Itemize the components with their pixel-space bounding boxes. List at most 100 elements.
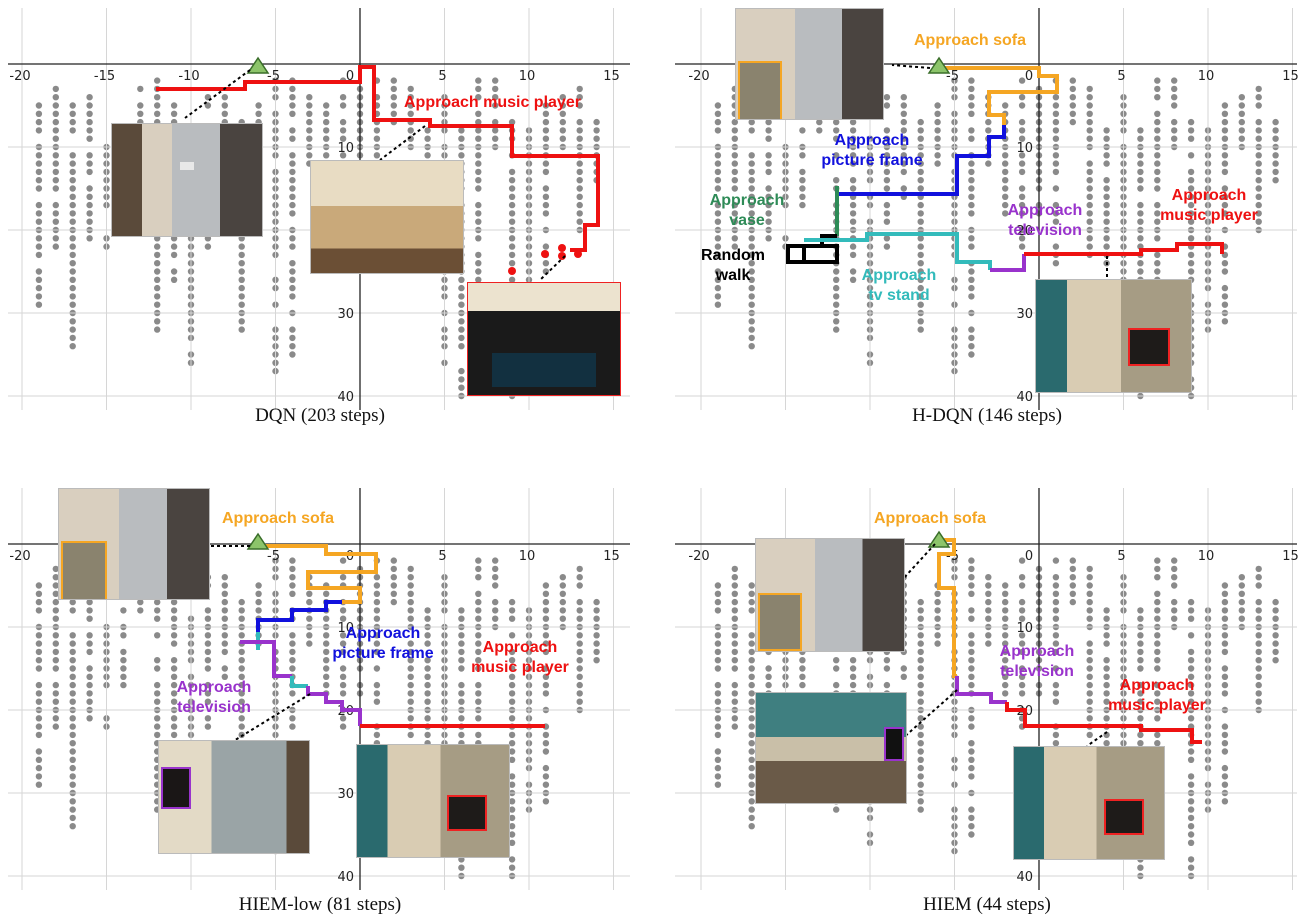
x-tick-label: 0 [1025, 69, 1033, 84]
path-picture-frame [256, 600, 342, 632]
x-tick-label: 0 [346, 69, 354, 84]
path-sofa [939, 66, 1059, 125]
path-picture-frame [835, 125, 1006, 220]
x-tick-label: -15 [94, 69, 115, 84]
x-tick-label: 5 [1117, 549, 1125, 564]
y-tick-label: 30 [337, 307, 354, 322]
target-dot [574, 250, 582, 258]
pointer-line [902, 689, 958, 739]
path-tv-stand [804, 232, 992, 270]
x-tick-label: 5 [438, 69, 446, 84]
x-tick-label: -20 [688, 549, 709, 564]
path-sofa [937, 538, 957, 678]
path-television [955, 676, 1007, 704]
path-television [240, 640, 292, 678]
x-tick-label: 15 [603, 549, 620, 564]
label-sofa: Approach sofa [914, 32, 1026, 49]
view-thumbnail [467, 282, 621, 396]
view-thumbnail [310, 160, 464, 274]
caption: H-DQN (146 steps) [912, 405, 1062, 426]
path-music-player [156, 65, 600, 252]
y-tick-label: 30 [1016, 307, 1033, 322]
x-tick-label: 10 [1198, 549, 1215, 564]
view-thumbnail [356, 744, 510, 858]
path-sofa [258, 544, 378, 604]
pointer-line [891, 64, 931, 69]
x-tick-label: 10 [519, 69, 536, 84]
y-tick-label: 10 [1016, 621, 1033, 636]
path-music-player [1005, 702, 1202, 744]
x-tick-label: 5 [1117, 69, 1125, 84]
x-tick-label: 5 [438, 549, 446, 564]
caption: HIEM-low (81 steps) [238, 894, 402, 915]
path-music-player [1024, 242, 1224, 256]
view-thumbnail [111, 123, 263, 237]
view-thumbnail [755, 692, 907, 804]
x-tick-label: 15 [1282, 549, 1299, 564]
target-dot [508, 267, 516, 275]
x-tick-label: 15 [1282, 69, 1299, 84]
start-marker [927, 530, 951, 548]
label-sofa: Approach sofa [222, 510, 334, 527]
target-dot [541, 250, 549, 258]
caption: DQN (203 steps) [255, 405, 385, 426]
x-tick-label: 10 [1198, 69, 1215, 84]
grid-dots [714, 77, 1279, 400]
pointer-line [901, 543, 936, 581]
start-marker [246, 56, 270, 74]
pointer-line [1086, 731, 1108, 747]
y-tick-label: 40 [337, 870, 354, 885]
view-thumbnail [158, 740, 310, 854]
y-tick-label: 10 [337, 141, 354, 156]
view-thumbnail [1013, 746, 1165, 860]
grid-dots [35, 557, 600, 880]
caption: HIEM (44 steps) [923, 894, 1051, 915]
x-tick-label: -20 [9, 69, 30, 84]
x-tick-label: -10 [178, 69, 199, 84]
pointer-line [379, 125, 426, 161]
y-tick-label: 40 [1016, 870, 1033, 885]
x-tick-label: 10 [519, 549, 536, 564]
x-tick-label: 15 [603, 69, 620, 84]
path-tv-stand-b [290, 676, 308, 688]
x-tick-label: 0 [346, 549, 354, 564]
label-sofa: Approach sofa [874, 510, 986, 527]
label-music-player: Approach music player [404, 94, 581, 111]
start-marker [927, 56, 951, 74]
pointer-line [184, 69, 251, 119]
target-dot [558, 244, 566, 252]
y-tick-label: 20 [1016, 224, 1033, 239]
x-tick-label: -20 [9, 549, 30, 564]
y-tick-label: 30 [337, 787, 354, 802]
x-tick-label: -5 [267, 549, 280, 564]
view-thumbnail [58, 488, 210, 600]
view-thumbnail [755, 538, 905, 652]
view-thumbnail [1035, 279, 1192, 393]
start-marker [246, 532, 270, 550]
y-tick-label: 40 [337, 390, 354, 405]
view-thumbnail [735, 8, 884, 120]
y-tick-label: 10 [337, 621, 354, 636]
path-television-b [306, 686, 362, 726]
y-tick-label: 40 [1016, 390, 1033, 405]
x-tick-label: -20 [688, 69, 709, 84]
path-television [990, 254, 1026, 272]
y-tick-label: 10 [1016, 141, 1033, 156]
x-tick-label: 0 [1025, 549, 1033, 564]
